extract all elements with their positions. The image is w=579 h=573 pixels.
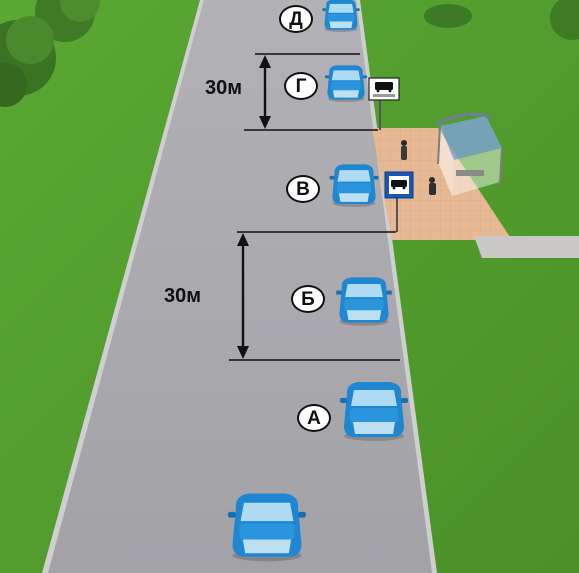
- measure-lines: [229, 53, 400, 361]
- car-v: [329, 164, 379, 207]
- sidewalk-path: [474, 236, 579, 258]
- road: [48, 0, 432, 573]
- bus-stop-sign-icon: [368, 77, 400, 130]
- bus-stop-sign-blue: [384, 171, 414, 232]
- position-label-g: Г: [284, 72, 318, 100]
- distance-label-lower: 30м: [164, 285, 202, 307]
- person-standing: [401, 140, 407, 160]
- car-b: [336, 277, 392, 326]
- bus-icon: [375, 82, 393, 93]
- car-current: [227, 493, 307, 562]
- bus-icon: [391, 180, 407, 190]
- upper-distance-arrow: [259, 55, 271, 129]
- bus-stop-shelter-icon: [435, 112, 503, 196]
- lower-distance-arrow: [237, 233, 249, 359]
- position-label-d: Д: [279, 5, 313, 33]
- road-edge-left: [42, 0, 204, 573]
- tree-right: [550, 0, 579, 40]
- distance-label-upper: 30м: [205, 77, 243, 99]
- tree-left: [0, 16, 56, 107]
- car-a: [340, 382, 408, 441]
- car-d: [322, 0, 360, 32]
- position-label-v: В: [286, 175, 320, 203]
- person-sitting: [429, 177, 436, 195]
- position-label-b: Б: [291, 285, 325, 313]
- position-label-a: А: [297, 404, 331, 432]
- bush-right: [424, 4, 472, 28]
- car-g: [324, 65, 368, 102]
